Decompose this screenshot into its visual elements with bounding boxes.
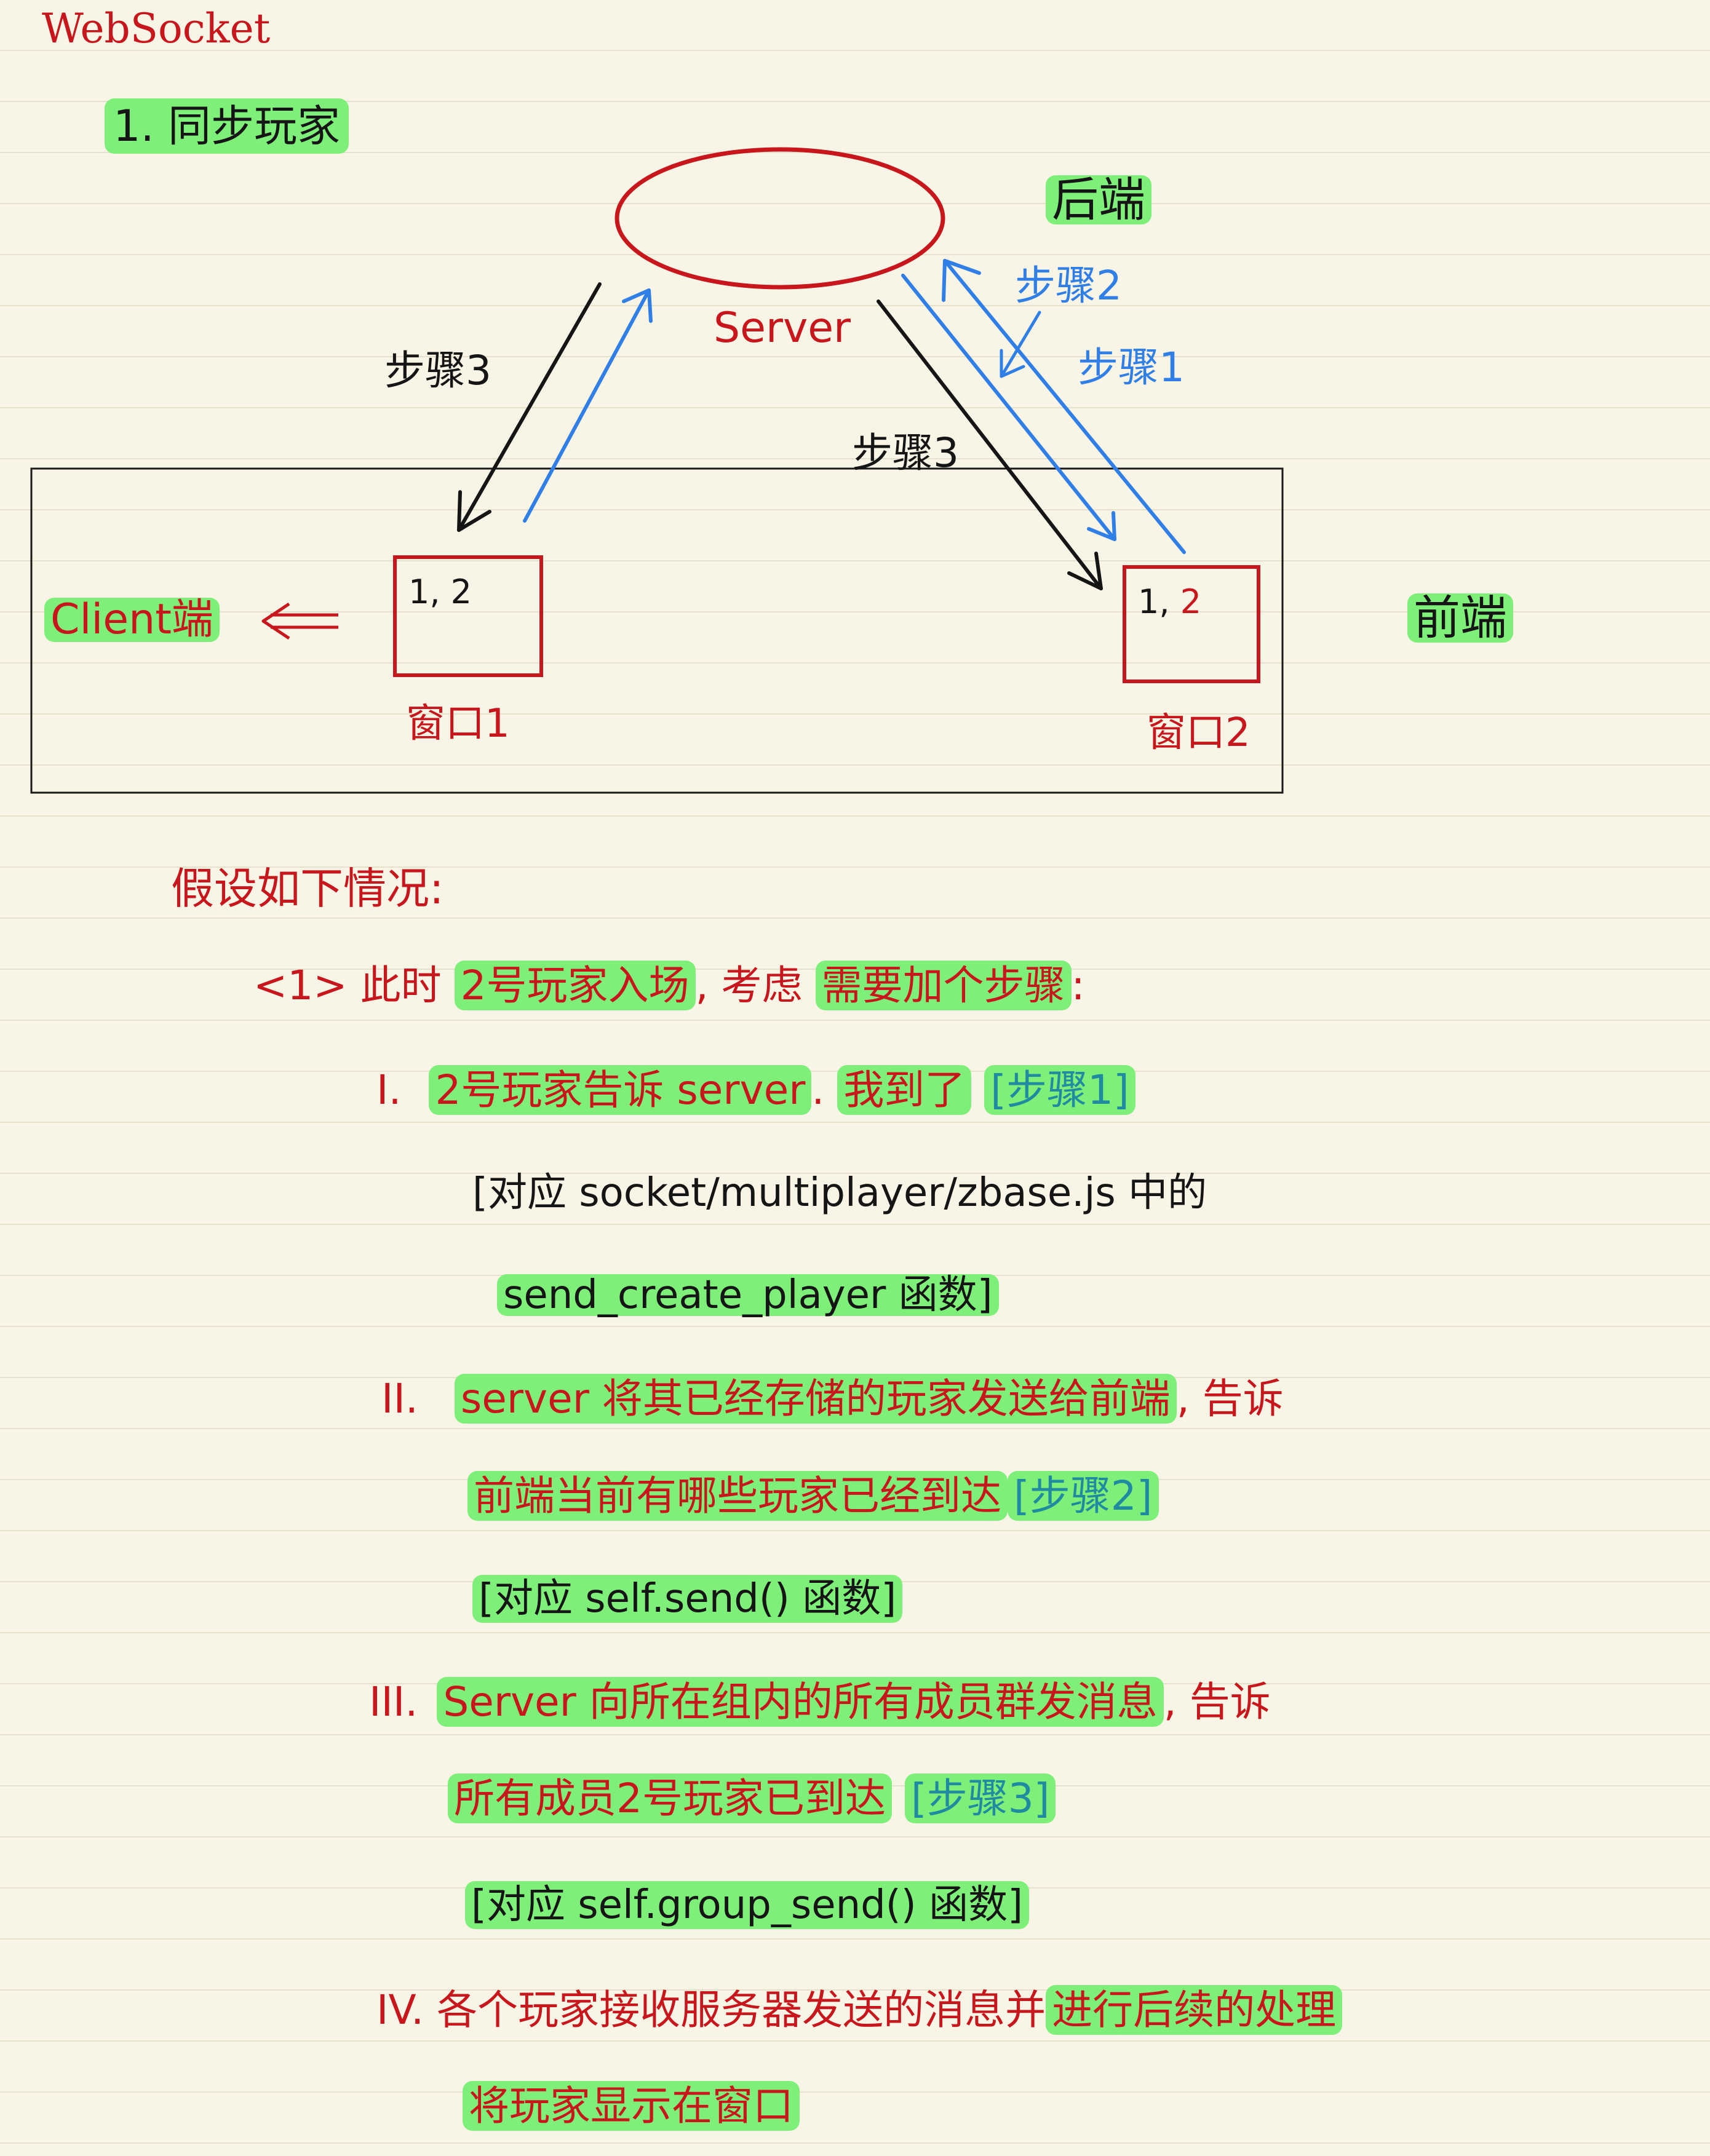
case-mid: , 考虑 xyxy=(695,962,803,1009)
frontend-box xyxy=(30,467,1284,794)
arrowhead-step3-right xyxy=(1067,552,1103,590)
step-2-reference: [对应 self.send() 函数] xyxy=(472,1575,903,1623)
window-1-label: 窗口1 xyxy=(406,701,510,747)
step-1-tag: [步骤1] xyxy=(984,1065,1135,1115)
page-title: WebSocket xyxy=(42,5,271,52)
step-4-line-2: 将玩家显示在窗口 xyxy=(463,2081,800,2131)
section-heading-text: 1. 同步玩家 xyxy=(105,98,349,154)
step-1-number: I. xyxy=(376,1066,402,1114)
step-2-line-1: II. server 将其已经存储的玩家发送给前端, 告诉 xyxy=(381,1374,1284,1424)
case-line: <1> 此时 2号玩家入场, 考虑 需要加个步骤: xyxy=(253,961,1085,1010)
case-highlight-2: 需要加个步骤 xyxy=(815,961,1072,1010)
case-prefix: <1> 此时 xyxy=(253,962,442,1009)
step-1-reference-1: [对应 socket/multiplayer/zbase.js 中的 xyxy=(472,1170,1207,1216)
arrowhead-step2-hint xyxy=(1000,349,1025,378)
step-1-reference-2: send_create_player 函数] xyxy=(497,1274,999,1316)
window-2-content-existing: 1, xyxy=(1138,582,1170,621)
step-1-sep: . xyxy=(811,1066,825,1114)
step-1-line: I. 2号玩家告诉 server. 我到了 [步骤1] xyxy=(376,1065,1135,1115)
step-4-line-1: IV. 各个玩家接收服务器发送的消息并进行后续的处理 xyxy=(376,1985,1343,2035)
step-3-highlight-1: Server 向所在组内的所有成员群发消息 xyxy=(437,1677,1164,1727)
step-3-line-1: III. Server 向所在组内的所有成员群发消息, 告诉 xyxy=(369,1677,1271,1727)
case-end: : xyxy=(1071,962,1085,1009)
step-2-highlight-1: server 将其已经存储的玩家发送给前端 xyxy=(454,1374,1177,1424)
window-2-box xyxy=(1123,565,1260,683)
arrowhead-blue-left xyxy=(622,288,653,323)
step-2-number: II. xyxy=(381,1375,418,1422)
step-2-reference-text: [对应 self.send() 函数] xyxy=(472,1575,903,1623)
arrow-step3-left xyxy=(457,282,602,532)
step-3-highlight-2: 所有成员2号玩家已到达 xyxy=(448,1774,892,1823)
step-2-line-2: 前端当前有哪些玩家已经到达[步骤2] xyxy=(467,1471,1159,1521)
step-4-text: 各个玩家接收服务器发送的消息并 xyxy=(437,1986,1046,2034)
server-label: Server xyxy=(714,304,851,352)
window-1-content: 1, 2 xyxy=(408,573,472,611)
arrowhead-step1 xyxy=(942,259,981,302)
intro-text: 假设如下情况: xyxy=(171,863,444,914)
window-2-content: 1, 2 xyxy=(1138,585,1201,619)
step-1-highlight: 2号玩家告诉 server xyxy=(429,1065,812,1115)
backend-label: 后端 xyxy=(1046,175,1151,224)
client-label: Client端 xyxy=(44,598,220,642)
step2-label: 步骤2 xyxy=(1015,262,1122,309)
client-arrow-head xyxy=(261,602,290,640)
frontend-label: 前端 xyxy=(1407,593,1513,643)
section-heading: 1. 同步玩家 xyxy=(105,98,349,154)
step-3-tag: [步骤3] xyxy=(904,1774,1056,1823)
arrow-step3-right xyxy=(877,299,1103,590)
step3-mid-label: 步骤3 xyxy=(852,429,959,477)
step-4-number: IV. xyxy=(376,1986,424,2034)
arrowhead-step2 xyxy=(1087,511,1116,541)
window-2-content-new: 2 xyxy=(1180,582,1202,621)
step-2-highlight-2: 前端当前有哪些玩家已经到达 xyxy=(467,1471,1008,1521)
arrow-step2-hint xyxy=(1000,311,1041,378)
window-2-label: 窗口2 xyxy=(1147,710,1251,756)
step-1-highlight-2: 我到了 xyxy=(837,1065,972,1115)
arrow-blue-left xyxy=(523,288,651,523)
step3-left-label: 步骤3 xyxy=(384,347,491,394)
arrow-step2 xyxy=(901,274,1116,541)
step-3-line-2: 所有成员2号玩家已到达 [步骤3] xyxy=(448,1774,1056,1823)
step-4-highlight: 进行后续的处理 xyxy=(1046,1985,1343,2035)
server-ellipse xyxy=(614,147,945,290)
step-2-tag: [步骤2] xyxy=(1008,1471,1159,1521)
step1-label: 步骤1 xyxy=(1078,344,1185,391)
step-3-number: III. xyxy=(369,1678,418,1726)
step-3-reference: [对应 self.group_send() 函数] xyxy=(465,1881,1030,1929)
window-1-box xyxy=(393,555,543,677)
step-3-tail: , 告诉 xyxy=(1163,1678,1271,1726)
step-4-highlight-2: 将玩家显示在窗口 xyxy=(463,2081,800,2131)
arrow-step1 xyxy=(943,259,1186,554)
step-2-tail: , 告诉 xyxy=(1176,1375,1284,1422)
step-3-reference-text: [对应 self.group_send() 函数] xyxy=(465,1881,1030,1929)
case-highlight-1: 2号玩家入场 xyxy=(454,961,696,1010)
arrowhead-step3-left xyxy=(457,490,491,532)
